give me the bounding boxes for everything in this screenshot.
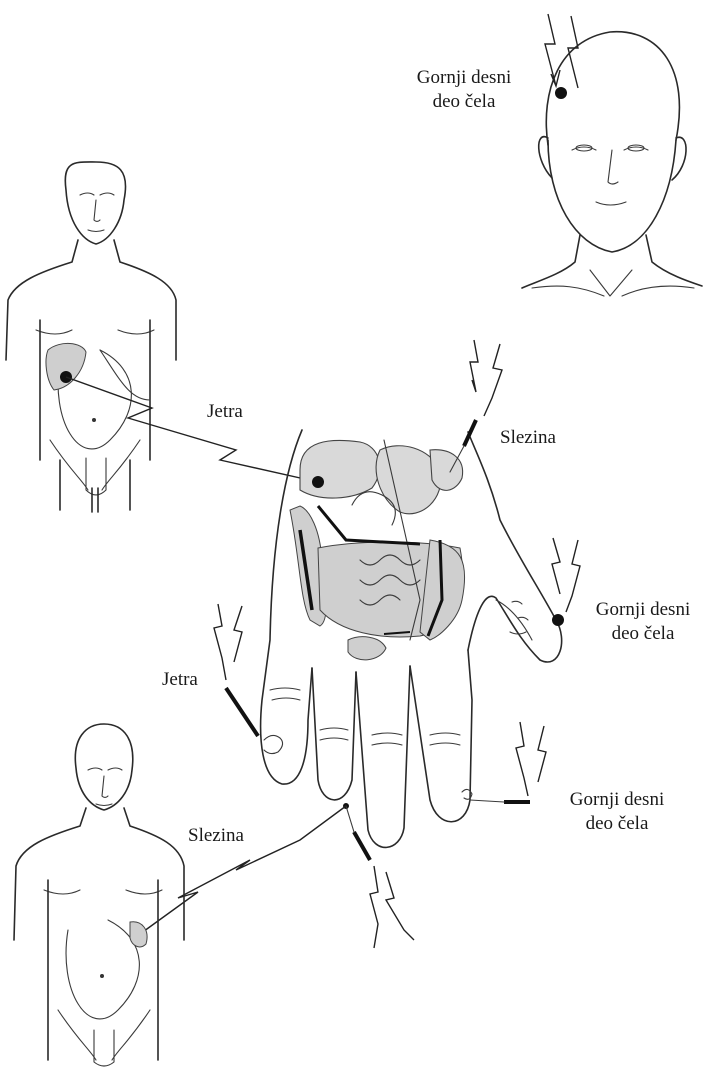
- forehead-signal-zigzag-1: [545, 14, 560, 86]
- label-forehead-top-line1: Gornji desni: [398, 66, 530, 90]
- bladder-organ: [348, 637, 386, 660]
- liver-needle-finger: [226, 688, 258, 736]
- body-figure-bottom: [14, 724, 184, 1066]
- liver-point-marker-hand: [312, 476, 324, 488]
- label-liver-finger: Jetra: [162, 668, 198, 692]
- thumb-zigzag-b: [566, 540, 580, 612]
- spleen-organ: [430, 450, 463, 491]
- head-figure: [522, 32, 702, 296]
- body-figure-top: [6, 162, 176, 512]
- organs-group: [290, 440, 465, 660]
- liver-organ-top: [46, 343, 86, 390]
- spleen-finger-zigzag-b: [386, 872, 414, 940]
- label-forehead-finger-line1: Gornji desni: [554, 788, 680, 812]
- label-forehead-thumb: Gornji desni deo čela: [582, 598, 704, 646]
- liver-finger-zigzag-b: [234, 606, 242, 662]
- liver-finger-zigzag-a: [214, 604, 226, 680]
- finger-forehead-zigzag-a: [516, 722, 528, 796]
- label-forehead-thumb-line2: deo čela: [582, 622, 704, 646]
- forehead-point-marker: [555, 87, 567, 99]
- label-forehead-top: Gornji desni deo čela: [398, 66, 530, 114]
- thumb-zigzag-a: [552, 538, 560, 594]
- spleen-zigzag-b: [484, 344, 502, 416]
- forehead-point-marker-thumb: [552, 614, 564, 626]
- label-forehead-finger-line2: deo čela: [554, 812, 680, 836]
- spleen-needle-finger: [354, 832, 370, 860]
- label-forehead-finger: Gornji desni deo čela: [554, 788, 680, 836]
- finger-forehead-zigzag-b: [538, 726, 546, 782]
- label-forehead-top-line2: deo čela: [398, 90, 530, 114]
- spleen-zigzag-a: [470, 340, 478, 392]
- label-spleen-hand: Slezina: [500, 426, 556, 450]
- liver-organ-hand: [300, 440, 380, 498]
- liver-connection-line: [66, 377, 318, 482]
- spleen-finger-zigzag-a: [370, 866, 378, 948]
- label-forehead-thumb-line1: Gornji desni: [582, 598, 704, 622]
- spleen-organ-body: [130, 922, 147, 947]
- label-liver-body: Jetra: [207, 400, 243, 424]
- forehead-signal-zigzag-2: [568, 16, 578, 88]
- spleen-needle-hand: [464, 420, 476, 446]
- label-spleen-body: Slezina: [188, 824, 244, 848]
